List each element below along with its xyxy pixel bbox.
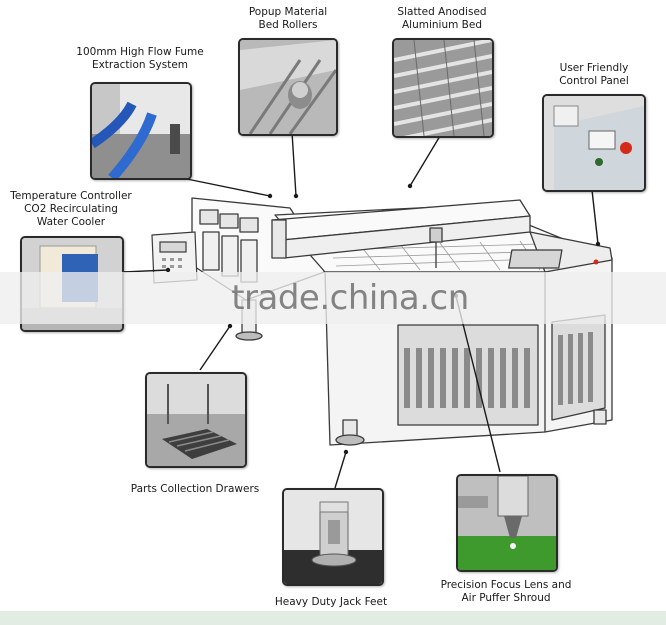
photo-fume-extraction xyxy=(90,82,192,180)
label-collection-drawers: Parts Collection Drawers xyxy=(130,483,260,495)
callout-line-cooler xyxy=(121,269,169,273)
label-fume-extraction: 100mm High Flow Fume Extraction System xyxy=(76,46,204,71)
watermark-band xyxy=(0,272,666,324)
photo-aluminium-bed xyxy=(392,38,494,138)
callout-line-drawers xyxy=(199,325,231,371)
callout-line-bed xyxy=(409,135,441,187)
callout-line-panel xyxy=(591,189,599,245)
label-slatted-bed: Slatted Anodised Aluminium Bed xyxy=(397,6,487,31)
photo-collection-drawers xyxy=(145,372,247,468)
photo-control-panel xyxy=(542,94,646,192)
bottom-strip xyxy=(0,611,666,625)
label-focus-lens: Precision Focus Lens and Air Puffer Shro… xyxy=(440,579,572,604)
photo-bed-rollers xyxy=(238,38,338,136)
photo-jack-feet xyxy=(282,488,384,586)
label-popup-rollers: Popup Material Bed Rollers xyxy=(248,6,328,31)
callout-line-rollers xyxy=(291,131,297,197)
watermark-text: trade.china.cn xyxy=(231,278,469,318)
callout-line-feet xyxy=(334,451,347,489)
label-water-cooler: Temperature Controller CO2 Recirculating… xyxy=(10,190,132,228)
label-jack-feet: Heavy Duty Jack Feet xyxy=(274,596,388,608)
photo-focus-lens xyxy=(456,474,558,572)
label-control-panel: User Friendly Control Panel xyxy=(559,62,629,87)
callout-line-lens xyxy=(455,295,501,473)
callout-line-fume xyxy=(181,177,271,197)
